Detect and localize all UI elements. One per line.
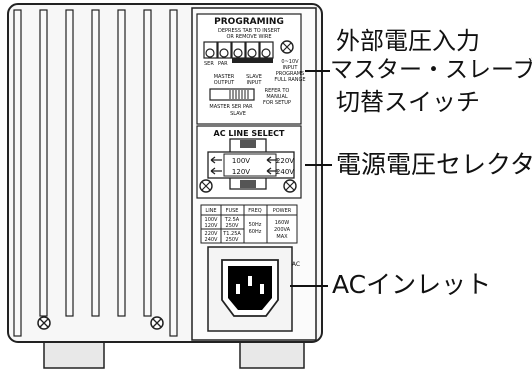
spec-fuse-1: T2.5A: [224, 217, 240, 223]
spec-header-power: POWER: [273, 208, 292, 214]
programs-label: PROGRAMS: [276, 71, 304, 77]
programming-title: PROGRAMING: [214, 17, 284, 27]
ac-line-select-title: AC LINE SELECT: [214, 129, 286, 138]
arrow-left-icon: [210, 167, 222, 175]
slave-input-2: INPUT: [247, 80, 263, 86]
left-foot: [43, 339, 105, 369]
screw-icon: [199, 179, 213, 193]
spec-fuse-2: 250V: [226, 223, 240, 229]
ac-inlet: [207, 246, 293, 332]
master-output-1: MASTER: [214, 74, 235, 80]
programming-block: [196, 13, 302, 125]
spec-header-freq: FREQ: [248, 208, 262, 214]
arrow-left-icon: [266, 156, 278, 164]
spec-power-2: 200VA: [274, 227, 291, 233]
spec-table: [200, 204, 298, 244]
voltage-120v: 120V: [232, 168, 250, 176]
callout-external-voltage-3: 切替スイッチ: [336, 88, 480, 116]
terminal-block: [203, 41, 274, 59]
switch-slave-label: SLAVE: [230, 111, 246, 117]
screw-icon: [280, 40, 294, 54]
refer-2: MANUAL: [266, 94, 288, 100]
spec-line-120v: 120V: [205, 223, 219, 229]
arrow-left-icon: [266, 167, 278, 175]
input-range: 0~10V: [281, 59, 299, 65]
master-slave-switch: [209, 88, 255, 101]
terminal-label-ser: SER: [204, 61, 214, 67]
callout-external-voltage-2: マスター・スレーブ: [330, 57, 532, 83]
screw-icon: [150, 316, 164, 330]
spec-line-220v: 220V: [205, 231, 219, 237]
spec-power-3: MAX: [276, 234, 288, 240]
spec-header-fuse: FUSE: [226, 208, 239, 214]
spec-fuse-4: 250V: [226, 237, 240, 243]
heatsink-fins: [13, 9, 178, 337]
screw-icon: [283, 179, 297, 193]
switch-positions: MASTER SER PAR: [209, 104, 253, 110]
callout-lines: [290, 70, 332, 287]
spec-freq-60: 60Hz: [249, 229, 262, 235]
voltage-240v: 240V: [276, 168, 294, 176]
refer-1: REFER TO: [265, 88, 290, 94]
master-output-2: OUTPUT: [214, 80, 235, 86]
slave-input-1: SLAVE: [246, 74, 262, 80]
spec-fuse-3: T1.25A: [222, 231, 241, 237]
inlet-label: AC: [292, 261, 300, 268]
programming-line1: DEPRESS TAB TO INSERT: [218, 28, 281, 34]
callout-ac-inlet: ACインレット: [332, 270, 492, 299]
voltage-220v: 220V: [276, 157, 294, 165]
callout-external-voltage-1: 外部電圧入力: [336, 27, 480, 55]
spec-power-1: 160W: [275, 220, 290, 226]
spec-freq-50: 50Hz: [249, 222, 262, 228]
programming-line2: OR REMOVE WIRE: [226, 34, 271, 40]
spec-header-line: LINE: [205, 208, 216, 214]
terminal-base: [232, 58, 273, 63]
voltage-selector-switch: [207, 138, 295, 190]
full-range: FULL RANGE: [274, 77, 305, 83]
voltage-100v: 100V: [232, 157, 250, 165]
spec-line-100v: 100V: [205, 217, 219, 223]
right-foot: [239, 339, 305, 369]
callout-voltage-selector: 電源電圧セレクタ: [336, 150, 532, 179]
screw-icon: [37, 316, 51, 330]
refer-3: FOR SETUP: [263, 100, 291, 106]
input-label: INPUT: [283, 65, 299, 71]
arrow-left-icon: [210, 156, 222, 164]
spec-line-240v: 240V: [205, 237, 219, 243]
terminal-label-par: PAR: [218, 61, 228, 67]
